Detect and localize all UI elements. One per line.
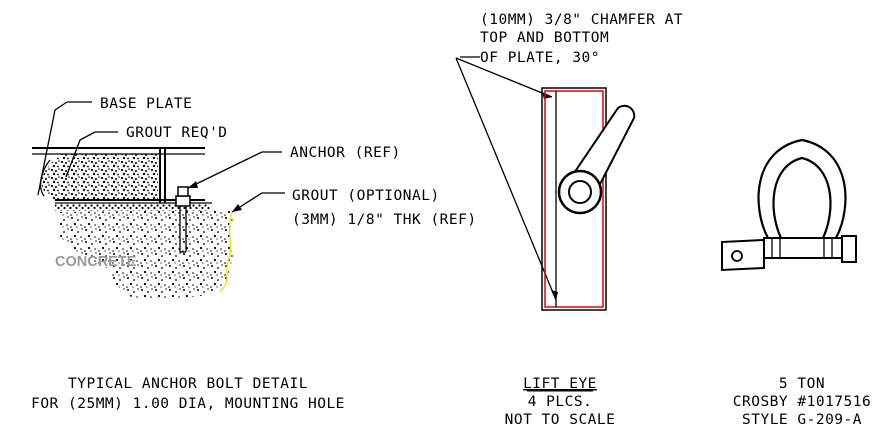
grout-reqd-label: GROUT REQ'D: [126, 125, 228, 141]
grout-optional-label: GROUT (OPTIONAL): [292, 188, 440, 204]
chamfer-note-line2: TOP AND BOTTOM: [480, 30, 609, 46]
anchor-caption-line2: FOR (25MM) 1.00 DIA, MOUNTING HOLE: [31, 396, 345, 412]
shackle-part-number: CROSBY #1017516: [733, 394, 871, 410]
anchor-ref-leader: [187, 151, 282, 189]
lift-plate-chamfer: [544, 90, 604, 308]
shackle-pin: [763, 237, 843, 259]
shackle-style: STYLE G-209-A: [742, 412, 862, 428]
shackle-detail: 5 TON CROSBY #1017516 STYLE G-209-A: [721, 138, 871, 428]
grout-optional-leader: [231, 192, 285, 213]
concrete-edge: [219, 211, 233, 293]
grout-fill: [41, 154, 158, 200]
anchor-bolt-detail: BASE PLATE GROUT REQ'D ANCHOR (REF) GROU…: [31, 96, 477, 412]
chamfer-note-line3: OF PLATE, 30°: [480, 50, 600, 66]
lift-eye-qty: 4 PLCS.: [528, 394, 593, 410]
grout-layer: [55, 203, 210, 211]
base-plate-label: BASE PLATE: [100, 96, 192, 112]
lift-eye-hole: [568, 180, 592, 204]
chamfer-note-line1: (10MM) 3/8" CHAMFER AT: [480, 12, 683, 28]
concrete-label: CONCRETE: [55, 254, 137, 270]
grout-thickness-label: (3MM) 1/8" THK (REF): [292, 212, 477, 228]
shackle-capacity: 5 TON: [779, 376, 825, 392]
shackle-pin-head: [721, 238, 765, 272]
lift-eye-title: LIFT EYE: [523, 376, 597, 392]
anchor-caption-line1: TYPICAL ANCHOR BOLT DETAIL: [68, 376, 308, 392]
lift-plate: [541, 87, 607, 311]
lift-eye-scale: NOT TO SCALE: [505, 412, 616, 428]
anchor-ref-label: ANCHOR (REF): [290, 145, 401, 161]
anchor-bolt: [175, 186, 191, 253]
lift-eye-detail: (10MM) 3/8" CHAMFER AT TOP AND BOTTOM OF…: [455, 12, 683, 428]
base-plate-leader: [37, 101, 68, 196]
shackle-bow-inner: [772, 156, 832, 239]
concrete-footing: [60, 210, 235, 299]
shackle-nut: [841, 235, 857, 263]
chamfer-leader-top: [455, 57, 553, 98]
shackle-bow-outer: [757, 138, 847, 239]
grout-reqd-leader: [65, 131, 96, 178]
chamfer-leader-bottom: [455, 57, 557, 301]
shackle-pin-hole: [731, 250, 743, 262]
